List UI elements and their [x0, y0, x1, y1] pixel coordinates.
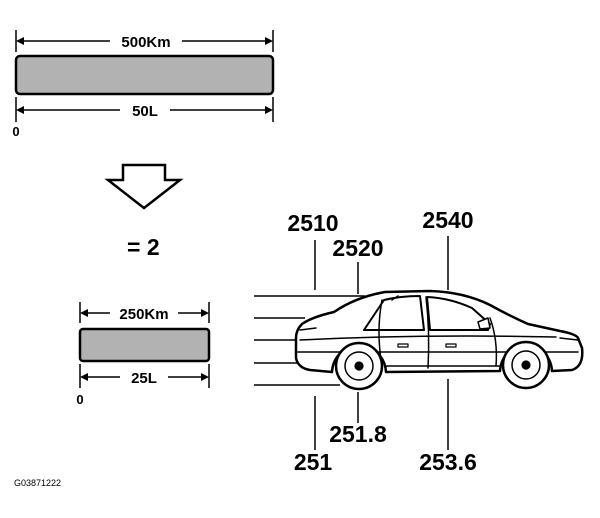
top-distance-label: 500Km [121, 34, 170, 51]
top-fuel-bar [14, 54, 275, 96]
motion-lines [254, 295, 365, 386]
car-label-2510: 2510 [287, 210, 338, 236]
car-label-251-8: 251.8 [329, 421, 387, 447]
car-label-251: 251 [294, 449, 333, 475]
car-illustration [294, 289, 584, 391]
bottom-zero-label: 0 [76, 392, 83, 407]
top-gauge: 500Km 50L 0 [12, 30, 275, 139]
bottom-fuel-bar [78, 327, 211, 363]
car-label-2540: 2540 [422, 207, 473, 233]
bottom-volume-arrowhead-right [201, 373, 209, 381]
top-volume-label: 50L [132, 103, 158, 120]
top-volume-arrowhead-left [16, 106, 24, 114]
figure-code: G03871222 [14, 478, 61, 488]
car-label-2520: 2520 [332, 235, 383, 261]
top-volume-arrowhead-right [265, 106, 273, 114]
leader-lines [314, 236, 449, 450]
divide-by-label: = 2 [127, 234, 160, 260]
bottom-distance-arrowhead-right [201, 309, 209, 317]
top-distance-arrowhead-right [265, 37, 273, 45]
bottom-gauge: 250Km 25L 0 [76, 302, 211, 407]
bottom-distance-label: 250Km [119, 306, 168, 323]
bottom-volume-arrowhead-left [80, 373, 88, 381]
car-label-253-6: 253.6 [419, 449, 477, 475]
down-arrow-icon [104, 163, 184, 210]
top-zero-label: 0 [12, 124, 19, 139]
bottom-volume-label: 25L [131, 370, 157, 387]
bottom-distance-arrowhead-left [80, 309, 88, 317]
top-distance-arrowhead-left [16, 37, 24, 45]
